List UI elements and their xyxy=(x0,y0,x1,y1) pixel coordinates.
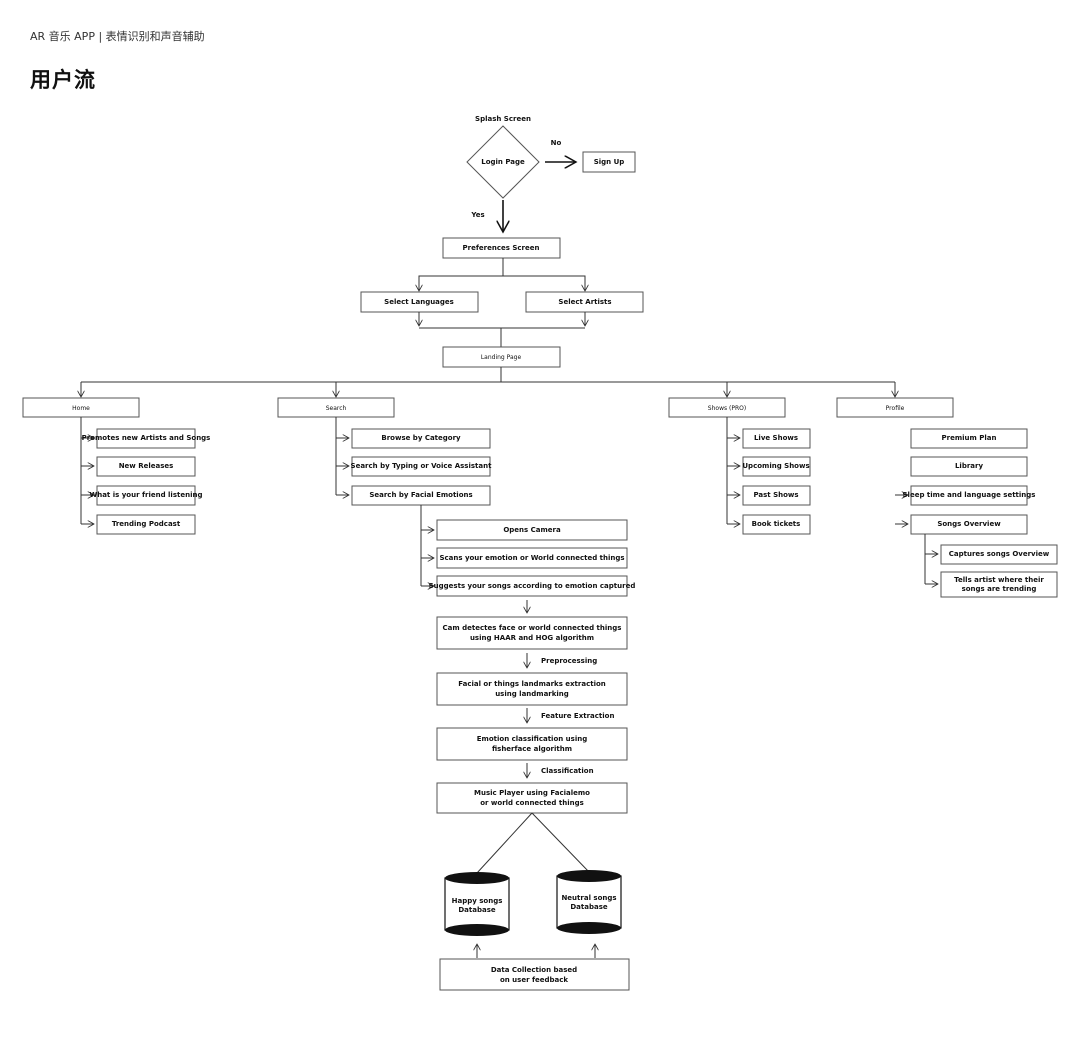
pipeline-box xyxy=(436,616,628,650)
landing-page-label: Landing Page xyxy=(481,354,522,361)
home-item-label: Promotes new Artists and Songs xyxy=(82,434,211,442)
search-item-label: Search by Facial Emotions xyxy=(369,491,472,499)
overview-item-label: Tells artist where their xyxy=(954,576,1044,584)
yes-label: Yes xyxy=(470,211,484,219)
preferences-screen-box xyxy=(442,237,561,259)
shows-item-label: Past Shows xyxy=(753,491,798,499)
pipeline-text: Facial or things landmarks extraction xyxy=(458,680,606,688)
shows-item-label: Book tickets xyxy=(752,520,801,528)
happy-db-label: Happy songs xyxy=(452,897,503,905)
home-item-box xyxy=(96,456,196,477)
home-item-box xyxy=(96,485,196,506)
home-label: Home xyxy=(72,405,90,412)
emotion-item-label: Suggests your songs according to emotion… xyxy=(429,582,636,590)
pipeline-text: using HAAR and HOG algorithm xyxy=(470,634,594,642)
happy-songs-database-icon xyxy=(444,872,510,936)
preprocessing-label: Preprocessing xyxy=(541,657,597,665)
classification-label: Classification xyxy=(541,767,594,775)
profile-label: Profile xyxy=(886,405,905,412)
profile-item-box xyxy=(910,428,1028,449)
emotion-item-box xyxy=(436,575,628,597)
emotion-item-label: Scans your emotion or World connected th… xyxy=(439,554,624,562)
splash-screen-label: Splash Screen xyxy=(475,115,531,123)
profile-item-label: Sleep time and language settings xyxy=(903,491,1036,499)
overview-item-label: songs are trending xyxy=(962,585,1037,593)
profile-item-label: Songs Overview xyxy=(937,520,1001,528)
pipeline-text: or world connected things xyxy=(480,799,584,807)
profile-item-label: Premium Plan xyxy=(942,434,997,442)
login-page-label: Login Page xyxy=(481,158,525,166)
shows-label: Shows (PRO) xyxy=(708,405,746,412)
overview-item-box xyxy=(940,544,1058,565)
emotion-item-label: Opens Camera xyxy=(503,526,561,534)
shows-item-label: Upcoming Shows xyxy=(742,462,809,470)
connector xyxy=(503,275,585,291)
search-label: Search xyxy=(326,405,347,412)
overview-item-label: Captures songs Overview xyxy=(949,550,1050,558)
pipeline-box xyxy=(436,672,628,706)
home-item-box xyxy=(96,428,196,449)
profile-box xyxy=(836,397,954,418)
login-decision-diamond xyxy=(466,125,540,199)
shows-item-box xyxy=(742,514,811,535)
search-item-box xyxy=(351,456,491,477)
happy-db-label: Database xyxy=(458,906,496,914)
pipeline-text: fisherface algorithm xyxy=(492,745,572,753)
pipeline-box xyxy=(436,782,628,814)
pipeline-text: using landmarking xyxy=(495,690,569,698)
shows-item-box xyxy=(742,428,811,449)
data-collection-box xyxy=(439,958,630,991)
home-item-label: What is your friend listening xyxy=(90,491,203,499)
home-item-label: Trending Podcast xyxy=(112,520,181,528)
profile-item-box xyxy=(910,485,1028,506)
home-item-box xyxy=(96,514,196,535)
neutral-db-label: Database xyxy=(570,903,608,911)
pipeline-text: Emotion classification using xyxy=(477,735,587,743)
home-item-label: New Releases xyxy=(119,462,174,470)
select-artists-label: Select Artists xyxy=(558,298,611,306)
page-header: AR 音乐 APP | 表情识别和声音辅助 xyxy=(30,30,205,43)
shows-item-box xyxy=(742,485,811,506)
no-label: No xyxy=(551,139,562,147)
sign-up-box xyxy=(582,151,636,173)
preferences-screen-label: Preferences Screen xyxy=(463,244,540,252)
profile-item-box xyxy=(910,514,1028,535)
emotion-item-box xyxy=(436,547,628,569)
overview-item-box xyxy=(940,571,1058,598)
search-item-box xyxy=(351,428,491,449)
feature-extraction-label: Feature Extraction xyxy=(541,712,614,720)
profile-item-label: Library xyxy=(955,462,983,470)
connector xyxy=(476,812,533,874)
page-title: 用户流 xyxy=(30,68,96,92)
neutral-songs-database-icon xyxy=(556,870,622,934)
pipeline-box xyxy=(436,727,628,761)
pipeline-text: Cam detectes face or world connected thi… xyxy=(443,624,622,632)
search-item-label: Browse by Category xyxy=(381,434,461,442)
shows-item-label: Live Shows xyxy=(754,434,798,442)
emotion-item-box xyxy=(436,519,628,541)
profile-item-box xyxy=(910,456,1028,477)
select-languages-label: Select Languages xyxy=(384,298,454,306)
data-collection-label: Data Collection based xyxy=(491,966,577,974)
sign-up-label: Sign Up xyxy=(594,158,625,166)
neutral-db-label: Neutral songs xyxy=(561,894,616,902)
data-collection-label: on user feedback xyxy=(500,976,568,984)
connector xyxy=(419,258,504,291)
search-item-label: Search by Typing or Voice Assistant xyxy=(351,462,493,470)
shows-item-box xyxy=(742,456,811,477)
pipeline-text: Music Player using Facialemo xyxy=(474,789,590,797)
connector xyxy=(531,812,591,874)
